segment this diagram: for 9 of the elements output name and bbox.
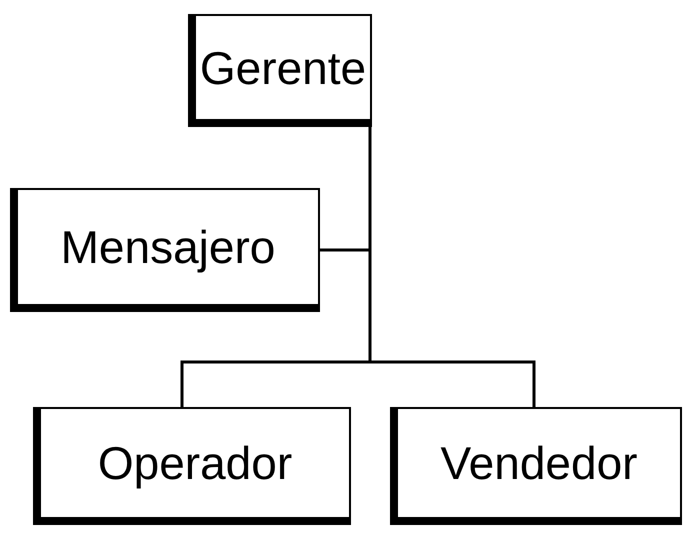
role-title: Vendedor — [440, 440, 638, 486]
role-title: Mensajero — [60, 224, 276, 270]
org-box — [33, 407, 351, 525]
org-box — [390, 407, 682, 525]
connector-line — [368, 127, 536, 407]
role-title: Operador — [98, 440, 292, 486]
role-title: Gerente — [200, 44, 366, 90]
org-box — [188, 14, 372, 127]
org-box — [10, 188, 320, 312]
